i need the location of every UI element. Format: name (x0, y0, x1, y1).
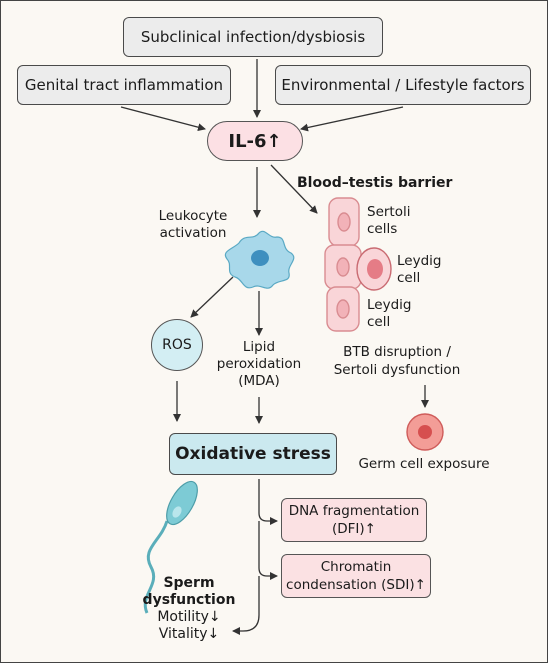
subclinical-infection-box: Subclinical infection/dysbiosis (123, 17, 383, 57)
genital-inflammation-label: Genital tract inflammation (24, 76, 224, 94)
arrow-environmental-il6 (300, 106, 404, 132)
sertoli-label-line2: cells (367, 221, 398, 237)
btb-disruption-line2: Sertoli dysfunction (333, 362, 461, 378)
arrow-genital-il6 (120, 106, 206, 132)
leydig-lower-line1: Leydig (367, 297, 412, 313)
lipid-peroxidation-label: Lipid peroxidation (MDA) (209, 339, 309, 390)
leydig-cell-icon (356, 247, 392, 291)
ros-circle: ROS (151, 319, 203, 371)
sertoli-label-line1: Sertoli (367, 204, 411, 220)
oxidative-stress-box: Oxidative stress (169, 433, 337, 475)
environmental-factors-box: Environmental / Lifestyle factors (275, 65, 531, 105)
lipid-line1: Lipid (242, 339, 276, 355)
sperm-title-line1: Sperm (163, 575, 215, 591)
leydig-upper-line1: Leydig (397, 253, 442, 269)
lipid-line2: peroxidation (216, 356, 302, 372)
btb-disruption-label: BTB disruption / Sertoli dysfunction (327, 343, 467, 379)
leydig-lower-label: Leydig cell (367, 297, 427, 331)
chromatin-line2: condensation (SDI)↑ (286, 577, 426, 593)
arrow-oxidative-chromatin (258, 521, 278, 580)
vitality-label: Vitality↓ (158, 626, 220, 642)
dna-line2: (DFI)↑ (332, 521, 376, 537)
sperm-icon (143, 480, 198, 614)
arrow-to-sperm (232, 576, 260, 635)
leukocyte-label: Leukocyte activation (149, 208, 237, 242)
arrow-oxidative-dna (258, 479, 278, 525)
sperm-dysfunction-label: Sperm dysfunction Motility↓ Vitality↓ (141, 575, 237, 643)
sertoli-label: Sertoli cells (367, 204, 437, 238)
sperm-title-line2: dysfunction (142, 592, 236, 608)
genital-inflammation-box: Genital tract inflammation (17, 65, 231, 105)
arrow-il6-btb (270, 164, 318, 214)
leukocyte-label-line2: activation (159, 225, 227, 241)
il6-box: IL-6↑ (207, 121, 303, 161)
ros-label: ROS (162, 337, 192, 353)
motility-label: Motility↓ (157, 609, 221, 625)
oxidative-stress-label: Oxidative stress (175, 444, 331, 464)
chromatin-line1: Chromatin (320, 559, 392, 575)
arrow-leukocyte-ros (190, 276, 234, 318)
germ-cell-label: Germ cell exposure (358, 456, 490, 472)
chromatin-condensation-box: Chromatin condensation (SDI)↑ (281, 554, 431, 598)
leukocyte-cell-icon (224, 230, 295, 289)
btb-disruption-line1: BTB disruption / (343, 344, 451, 360)
leydig-upper-label: Leydig cell (397, 253, 457, 287)
leydig-upper-line2: cell (397, 270, 421, 286)
il6-label: IL-6↑ (228, 130, 282, 152)
germ-cell-icon (406, 413, 444, 451)
dna-line1: DNA fragmentation (288, 503, 420, 519)
environmental-factors-label: Environmental / Lifestyle factors (281, 76, 525, 94)
dna-fragmentation-box: DNA fragmentation (DFI)↑ (281, 498, 427, 542)
lipid-line3: (MDA) (238, 373, 280, 389)
leukocyte-label-line1: Leukocyte (158, 208, 228, 224)
leydig-lower-line2: cell (367, 314, 391, 330)
subclinical-infection-label: Subclinical infection/dysbiosis (140, 28, 366, 46)
sertoli-cells-icon (324, 197, 362, 332)
btb-title: Blood–testis barrier (297, 175, 453, 191)
